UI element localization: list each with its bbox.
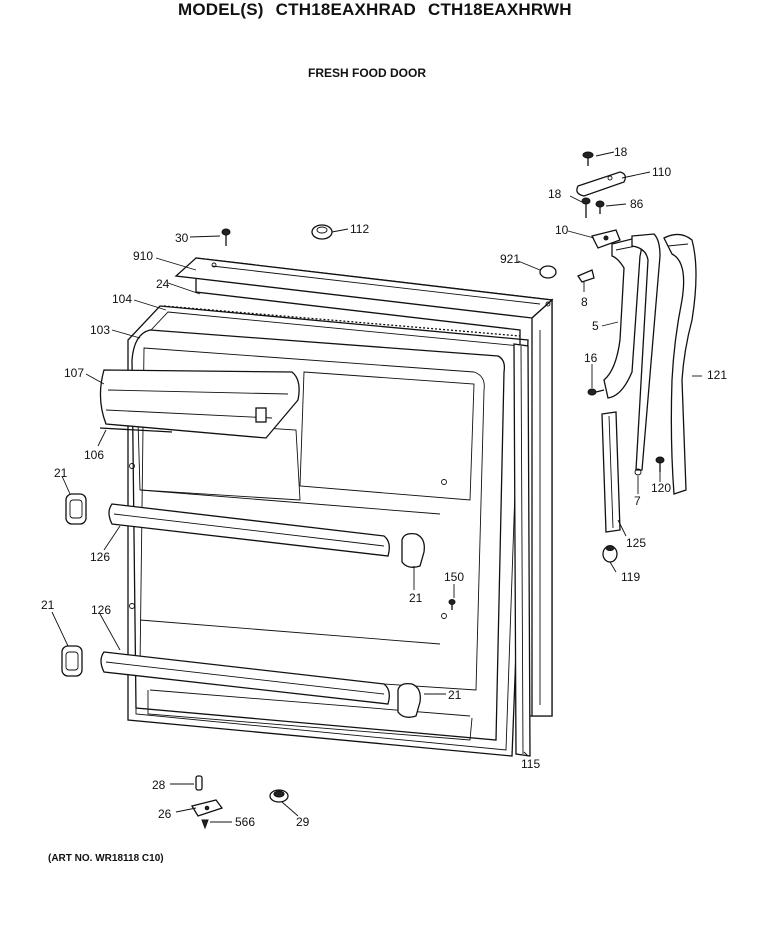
screw-16 [587, 388, 605, 396]
leader-lines [51, 151, 702, 823]
part-label: 103 [90, 323, 110, 337]
part-label: 21 [54, 466, 68, 480]
section-title: FRESH FOOD DOOR [308, 66, 427, 80]
part-label: 21 [409, 591, 423, 605]
part-label: 150 [444, 570, 464, 584]
part-label: 106 [84, 448, 104, 462]
hinge-cover-110 [576, 171, 626, 197]
part-label: 26 [158, 807, 172, 821]
handle-base-125 [601, 411, 621, 533]
part-label: 107 [64, 366, 84, 380]
part-label: 7 [634, 494, 641, 508]
part-label: 8 [581, 295, 588, 309]
shelf-end-cap-right-upper [401, 532, 425, 568]
handle-bracket-5 [603, 237, 642, 399]
screw-18 [581, 197, 591, 218]
stop-29 [269, 789, 289, 803]
part-label: 121 [707, 368, 727, 382]
part-label: 18 [614, 145, 628, 159]
part-label: 5 [592, 319, 599, 333]
model-number-1: CTH18EAXHRAD [275, 0, 416, 19]
door-shelf-bar-upper [108, 503, 390, 557]
diagram-title: MODEL(S) CTH18EAXHRAD CTH18EAXHRWH [178, 0, 584, 20]
screw-30 [221, 228, 231, 246]
part-label: 119 [621, 570, 640, 584]
part-label: 126 [90, 550, 110, 564]
shelf-end-cap-left-lower [61, 645, 83, 677]
shelf-end-cap-right-lower [397, 682, 421, 718]
plate-26 [190, 799, 224, 817]
part-label: 30 [175, 231, 189, 245]
model-number-2: CTH18EAXHRWH [427, 0, 572, 19]
part-labels: 18 110 18 86 30 112 10 910 921 24 8 104 … [41, 145, 727, 829]
screw-18-top [582, 151, 594, 166]
handle-trim-strip [631, 233, 661, 476]
plug-112 [311, 224, 333, 240]
shelf-end-cap-left-upper [65, 493, 87, 525]
part-label: 910 [133, 249, 153, 263]
part-label: 24 [156, 277, 170, 291]
part-label: 86 [630, 197, 644, 211]
part-label: 10 [555, 223, 569, 237]
outer-door-panel [174, 257, 554, 717]
part-label: 566 [235, 815, 255, 829]
screw-566 [201, 819, 209, 830]
part-label: 120 [651, 481, 671, 495]
bushing-119 [602, 545, 618, 563]
part-label: 110 [652, 165, 671, 179]
hinge-plate-10 [591, 229, 621, 249]
part-label: 115 [521, 757, 540, 771]
handle-121 [663, 233, 697, 495]
gasket-strip [513, 343, 531, 757]
part-label: 921 [500, 252, 520, 266]
door-shelf-bar-lower [100, 651, 390, 705]
pin-28 [195, 775, 203, 791]
part-label: 21 [41, 598, 55, 612]
clip-8 [577, 269, 595, 283]
part-label: 18 [548, 187, 562, 201]
screw-120 [655, 456, 665, 472]
part-label: 29 [296, 815, 310, 829]
dairy-door-hinge [99, 427, 173, 433]
plug-921 [539, 265, 557, 279]
screw-86 [595, 200, 605, 214]
dairy-compartment-door [99, 369, 300, 439]
models-label: MODEL(S) [178, 0, 264, 19]
part-label: 112 [350, 222, 369, 236]
part-label: 104 [112, 292, 132, 306]
part-label: 28 [152, 778, 166, 792]
part-label: 16 [584, 351, 598, 365]
art-number: (ART NO. WR18118 C10) [48, 853, 164, 864]
part-label: 125 [626, 536, 646, 550]
part-label: 21 [448, 688, 462, 702]
part-label: 126 [91, 603, 111, 617]
screw-150 [448, 599, 456, 610]
